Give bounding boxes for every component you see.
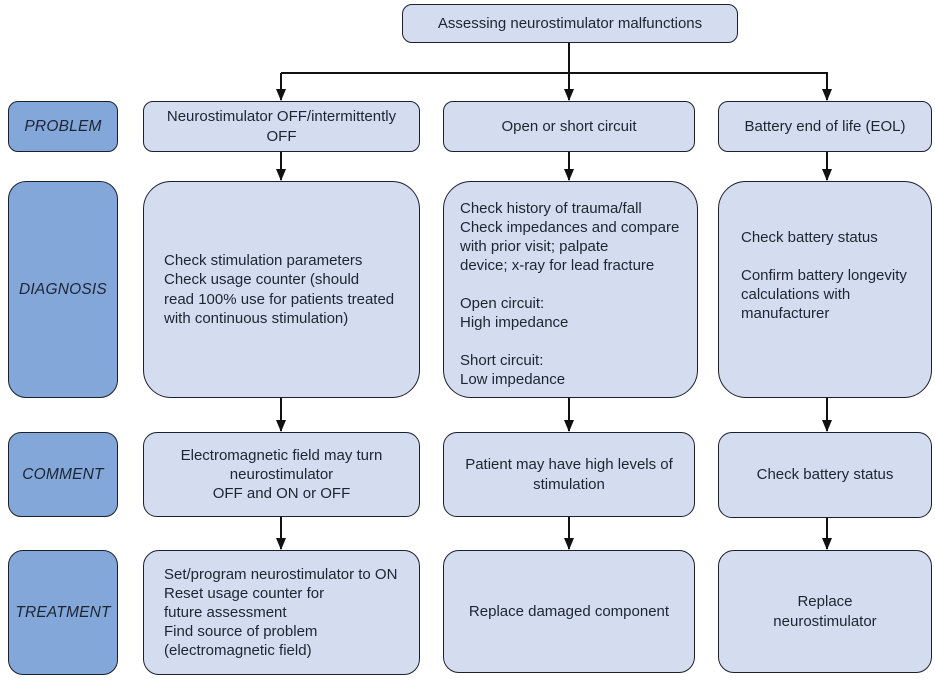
treatment-node-battery: Replace neurostimulator (718, 550, 932, 673)
diagnosis-node-off: Check stimulation parameters Check usage… (143, 181, 420, 398)
row-label-problem: PROBLEM (8, 101, 118, 152)
treatment-node-off: Set/program neurostimulator to ON Reset … (143, 550, 420, 675)
problem-node-off: Neurostimulator OFF/intermittently OFF (143, 101, 420, 152)
title-node: Assessing neurostimulator malfunctions (402, 4, 738, 43)
diagnosis-node-battery: Check battery status Confirm battery lon… (718, 181, 932, 398)
row-label-diagnosis: DIAGNOSIS (8, 181, 118, 398)
row-label-comment: COMMENT (8, 432, 118, 517)
row-label-treatment: TREATMENT (8, 550, 118, 675)
problem-node-battery: Battery end of life (EOL) (718, 101, 932, 152)
treatment-node-circuit: Replace damaged component (443, 550, 695, 673)
comment-node-battery: Check battery status (718, 432, 932, 518)
comment-node-circuit: Patient may have high levels of stimulat… (443, 432, 695, 517)
comment-node-off: Electromagnetic field may turn neurostim… (143, 432, 420, 517)
diagnosis-node-circuit: Check history of trauma/fall Check imped… (443, 181, 698, 398)
problem-node-circuit: Open or short circuit (443, 101, 695, 152)
